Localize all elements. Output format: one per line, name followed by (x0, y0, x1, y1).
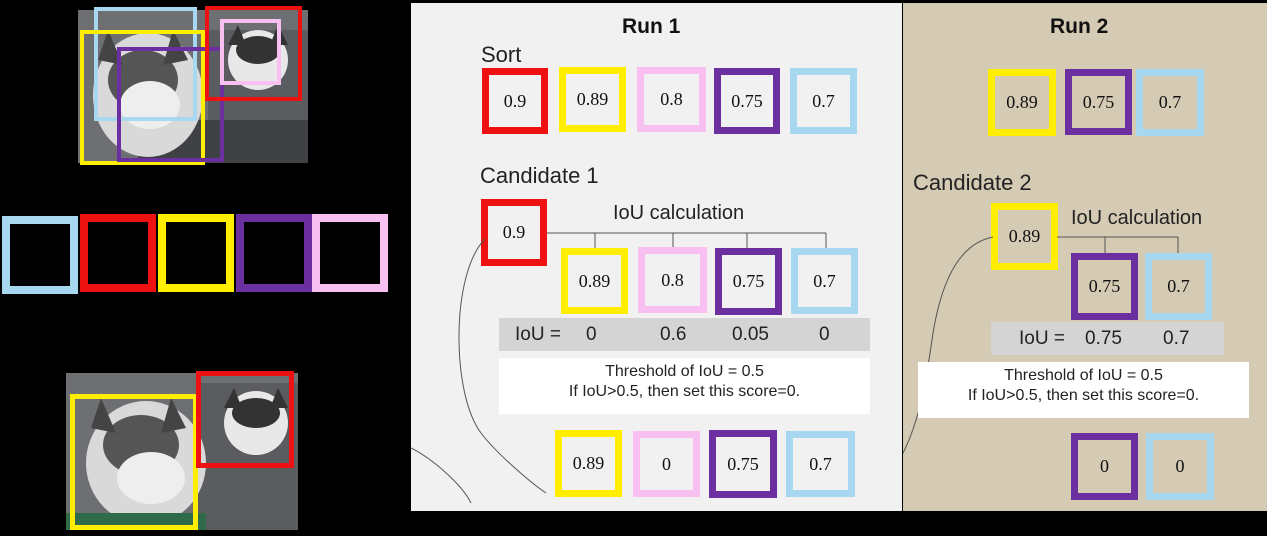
run1-iou-bar: IoU = 0 0.6 0.05 0 (499, 318, 870, 351)
run2-threshold-note: Threshold of IoU = 0.5 If IoU>0.5, then … (918, 362, 1249, 418)
run1-result-purple: 0.75 (709, 430, 777, 498)
run1-threshold-line1: Threshold of IoU = 0.5 (605, 363, 764, 380)
run2-iou-bar: IoU = 0.75 0.7 (991, 322, 1224, 355)
run1-iou-value: 0 (586, 323, 597, 345)
run1-compare-purple: 0.75 (715, 248, 782, 315)
run1-result-pink: 0 (633, 431, 700, 497)
candidate2-box: 0.89 (991, 203, 1058, 270)
legend-box-yellow (158, 214, 234, 292)
run2-iou-value: 0.7 (1163, 327, 1190, 349)
top-box-red (205, 6, 302, 101)
run2-title: Run 2 (1050, 15, 1109, 38)
candidate2-label: Candidate 2 (913, 170, 1032, 195)
top-box-pink (220, 19, 281, 85)
run1-threshold-line2: If IoU>0.5, then set this score=0. (568, 383, 801, 400)
result-box-red (196, 371, 294, 468)
run1-panel (411, 3, 902, 511)
run2-compare-purple: 0.75 (1071, 253, 1138, 320)
run1-sorted-purple: 0.75 (714, 68, 780, 134)
run1-sorted-blue: 0.7 (790, 68, 857, 134)
run2-sorted-purple: 0.75 (1065, 69, 1132, 135)
run1-iou-prefix: IoU = (515, 323, 561, 345)
run1-compare-pink: 0.8 (638, 247, 707, 313)
top-box-purple (117, 47, 224, 162)
run1-compare-blue: 0.7 (791, 248, 858, 314)
run2-result-purple: 0 (1071, 433, 1138, 500)
run1-sorted-pink: 0.8 (637, 67, 706, 132)
run1-iou-calc-label: IoU calculation (613, 202, 745, 224)
sort-label: Sort (481, 42, 522, 67)
legend-box-purple (236, 214, 312, 292)
result-box-yellow (70, 394, 198, 530)
run2-iou-calc-label: IoU calculation (1071, 207, 1203, 229)
run2-iou-prefix: IoU = (1019, 327, 1065, 349)
run1-iou-value: 0.05 (732, 323, 769, 345)
run2-sorted-yellow: 0.89 (988, 69, 1056, 136)
run1-iou-value: 0 (819, 323, 830, 345)
top-box-yellow (80, 30, 205, 165)
run1-title: Run 1 (622, 15, 681, 38)
run2-tree-lines (903, 236, 1179, 455)
run2-threshold-line2: If IoU>0.5, then set this score=0. (967, 387, 1200, 404)
run2-sorted-blue: 0.7 (1136, 69, 1204, 136)
candidate1-box: 0.9 (481, 199, 547, 266)
legend-box-blue (2, 216, 78, 294)
run2-result-blue: 0 (1146, 433, 1214, 500)
run2-iou-value: 0.75 (1085, 327, 1122, 349)
run1-threshold-note: Threshold of IoU = 0.5 If IoU>0.5, then … (499, 358, 870, 414)
candidate1-label: Candidate 1 (480, 163, 599, 188)
run1-result-yellow: 0.89 (555, 430, 622, 497)
run1-compare-yellow: 0.89 (561, 248, 628, 314)
run2-threshold-line1: Threshold of IoU = 0.5 (1004, 367, 1163, 384)
run1-iou-value: 0.6 (660, 323, 687, 345)
run2-compare-blue: 0.7 (1145, 253, 1212, 320)
run1-tree-lines (411, 232, 827, 504)
top-box-blue (94, 7, 197, 121)
run1-sorted-yellow: 0.89 (559, 67, 626, 132)
run1-sorted-red: 0.9 (482, 68, 548, 134)
run1-result-blue: 0.7 (786, 431, 855, 497)
legend-box-red (80, 214, 156, 292)
legend-box-pink (312, 214, 388, 292)
